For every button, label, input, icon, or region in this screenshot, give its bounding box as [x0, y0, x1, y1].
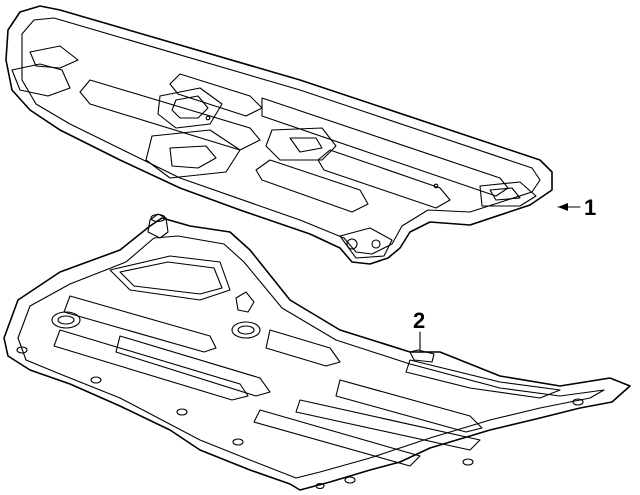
callout-2-label: 2 [413, 308, 425, 333]
callout-1-label: 1 [584, 195, 596, 220]
lower-engine-shield-icon [3, 213, 631, 491]
callout-1-arrowhead [558, 203, 568, 211]
upper-splash-shield-icon [5, 5, 553, 265]
